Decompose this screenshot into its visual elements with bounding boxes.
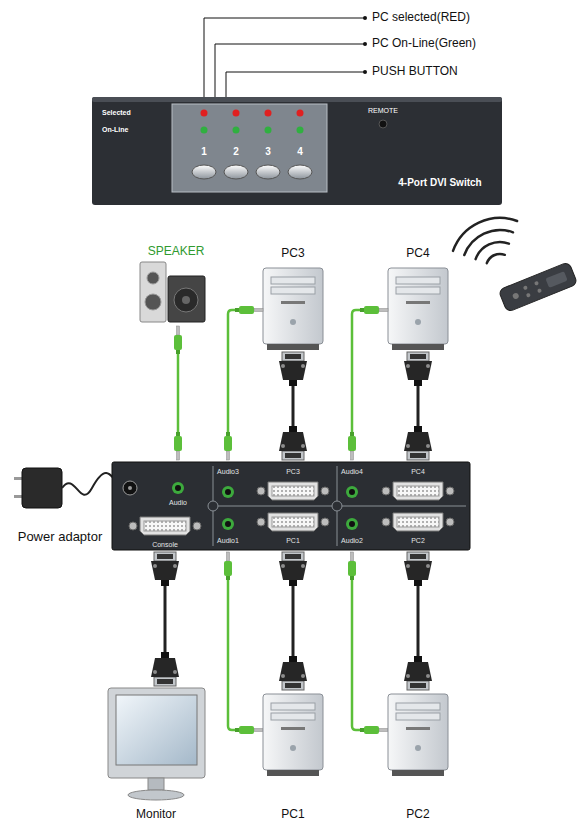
device-label: PC1 [281,808,304,822]
pc-tower [388,268,448,350]
pc-tower [263,268,323,350]
callout-text: PUSH BUTTON [372,65,458,79]
pc-tower [388,694,448,776]
speaker [140,262,205,322]
front-panel [92,97,502,205]
pc-tower [263,694,323,776]
port-label: PC2 [411,537,425,545]
button-number: 4 [297,146,303,158]
port-label: PC4 [411,468,425,476]
port-label: Audio1 [217,537,239,545]
panel-label: Selected [102,109,131,117]
power-adaptor [14,468,122,508]
button-number: 3 [265,146,271,158]
remote-control [498,262,577,313]
device-label: PC4 [406,247,429,261]
ir-waves [453,218,517,263]
port-label: PC1 [286,537,300,545]
device-label: Power adaptor [18,530,103,545]
device-label: PC2 [406,808,429,822]
leader-dots [363,16,367,74]
port-label: Audio [169,499,187,507]
panel-label: On-Line [102,126,128,134]
button-number: 2 [233,146,239,158]
port-label: PC3 [286,468,300,476]
port-label: Audio2 [341,537,363,545]
product-name: 4-Port DVI Switch [398,177,481,189]
monitor [108,688,205,800]
callout-text: PC On-Line(Green) [372,37,476,51]
port-label: Console [152,541,178,549]
panel-label: REMOTE [368,107,398,115]
device-label: Monitor [136,808,176,822]
device-label: SPEAKER [148,245,205,259]
callout-text: PC selected(RED) [372,11,470,25]
button-number: 1 [201,146,207,158]
back-panel [112,462,470,550]
device-label: PC3 [281,247,304,261]
port-label: Audio4 [341,468,363,476]
port-label: Audio3 [217,468,239,476]
